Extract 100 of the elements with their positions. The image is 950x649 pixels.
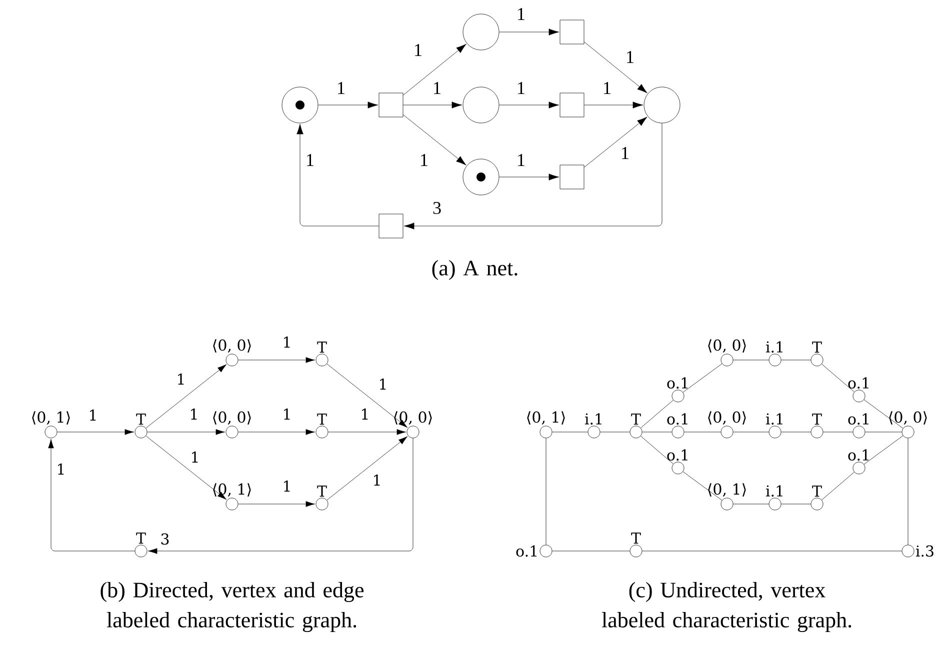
edge-label: 3 xyxy=(161,533,169,545)
edge-label: 1 xyxy=(307,154,314,166)
node-label: ⟨0, 0⟩ xyxy=(889,411,927,425)
transition-box xyxy=(560,164,584,190)
node-label: o.1 xyxy=(667,449,688,461)
arrow xyxy=(499,102,560,108)
arrow xyxy=(403,114,466,166)
arrow xyxy=(48,439,135,552)
vertex: T xyxy=(810,414,824,438)
vertex: o.1 xyxy=(667,413,688,438)
vertex: T xyxy=(134,414,148,438)
caption: (c) Undirected, vertex labeled characteristic graph. xyxy=(602,582,852,632)
vertex: T xyxy=(316,414,328,438)
node-label: ⟨0, 0⟩ xyxy=(394,411,432,425)
node-label: T xyxy=(136,532,146,544)
arrow xyxy=(499,174,560,180)
vertex: ⟨0, 0⟩ xyxy=(889,411,927,438)
caption: (b) Directed, vertex and edge labeled characteristic graph. xyxy=(100,582,364,632)
vertex: i.1 xyxy=(766,485,782,510)
vertex: ⟨0, 1⟩ xyxy=(32,411,70,438)
node-label: i.1 xyxy=(766,413,782,425)
vertex: i.1 xyxy=(585,413,602,438)
node-label: o.1 xyxy=(848,377,868,389)
edge-label: 1 xyxy=(380,378,386,390)
node-label: i.1 xyxy=(585,413,602,425)
edge-label: 1 xyxy=(58,463,64,475)
arrow xyxy=(584,116,648,168)
edge-label: 1 xyxy=(518,8,524,20)
edge-label: 1 xyxy=(604,82,610,94)
transition-box xyxy=(378,92,404,118)
vertex: o.1 xyxy=(667,449,688,474)
arrow xyxy=(57,429,134,435)
arrow xyxy=(148,438,414,554)
node-label: ⟨0, 1⟩ xyxy=(213,483,251,497)
edge-label: 1 xyxy=(284,480,290,492)
vertex: T xyxy=(134,532,148,558)
node-label: o.1 xyxy=(516,545,536,557)
vertex: ⟨0, 0⟩ xyxy=(213,411,251,438)
edge-label: 1 xyxy=(178,373,184,385)
vertex: ⟨0, 1⟩ xyxy=(213,483,251,510)
edge-label: 1 xyxy=(518,154,524,166)
vertex: ⟨0, 1⟩ xyxy=(708,483,746,510)
node-label: ⟨0, 1⟩ xyxy=(527,411,565,425)
vertex: ⟨0, 0⟩ xyxy=(708,411,746,438)
transition-box xyxy=(560,20,584,44)
place-circle xyxy=(462,86,500,124)
node-label: i.1 xyxy=(766,341,782,353)
arrow xyxy=(328,429,406,435)
node-label: o.1 xyxy=(848,449,868,461)
node-label: T xyxy=(812,342,822,353)
node-label: T xyxy=(317,486,327,497)
node-label: T xyxy=(317,342,327,353)
place-circle xyxy=(462,14,500,50)
vertex: ⟨0, 1⟩ xyxy=(527,411,565,438)
node-label: ⟨0, 1⟩ xyxy=(32,411,70,425)
node-label: o.1 xyxy=(848,413,868,425)
edge-label: 1 xyxy=(415,44,422,56)
vertex: T xyxy=(810,486,824,510)
marked-place xyxy=(462,158,500,196)
node-label: ⟨0, 0⟩ xyxy=(708,411,746,425)
edge-label: 3 xyxy=(433,202,441,214)
arrow xyxy=(326,364,408,428)
node-label: ⟨0, 1⟩ xyxy=(708,483,746,497)
edge-label: 1 xyxy=(362,408,368,420)
arrow xyxy=(404,123,662,230)
vertex: i.3 xyxy=(902,544,934,558)
arrow xyxy=(146,364,227,428)
vertex: i.1 xyxy=(766,413,782,438)
vertex: T xyxy=(810,342,824,366)
node-label: T xyxy=(812,414,822,425)
edge-label: 1 xyxy=(192,451,198,463)
node-label: ⟨0, 0⟩ xyxy=(213,411,251,425)
arrow xyxy=(499,28,560,36)
edge-label: 1 xyxy=(421,154,428,166)
edge-label: 1 xyxy=(284,336,290,348)
arrow xyxy=(238,357,315,363)
edge-label: 1 xyxy=(90,409,96,421)
transition-box xyxy=(560,92,584,118)
edge-label: 1 xyxy=(284,408,290,420)
edge-label: 1 xyxy=(338,82,344,94)
node-label: T xyxy=(631,414,641,425)
vertex: o.1 xyxy=(848,377,868,402)
arrow xyxy=(326,436,408,500)
node-label: T xyxy=(136,414,146,425)
vertex: o.1 xyxy=(516,544,552,558)
vertex: ⟨0, 0⟩ xyxy=(394,411,432,438)
arrow xyxy=(403,44,466,96)
vertex: T xyxy=(630,414,642,438)
vertex: o.1 xyxy=(848,449,868,474)
edge-label: 1 xyxy=(518,82,524,94)
vertex: T xyxy=(316,486,328,510)
vertex: T xyxy=(316,342,328,366)
vertex: ⟨0, 0⟩ xyxy=(708,339,746,366)
node-label: T xyxy=(317,414,327,425)
arrow xyxy=(403,102,462,108)
arrow xyxy=(238,501,315,507)
arrow xyxy=(318,102,378,108)
caption: (a) A net. xyxy=(432,260,518,280)
node-label: ⟨0, 0⟩ xyxy=(213,339,251,353)
node-label: o.1 xyxy=(667,377,688,389)
